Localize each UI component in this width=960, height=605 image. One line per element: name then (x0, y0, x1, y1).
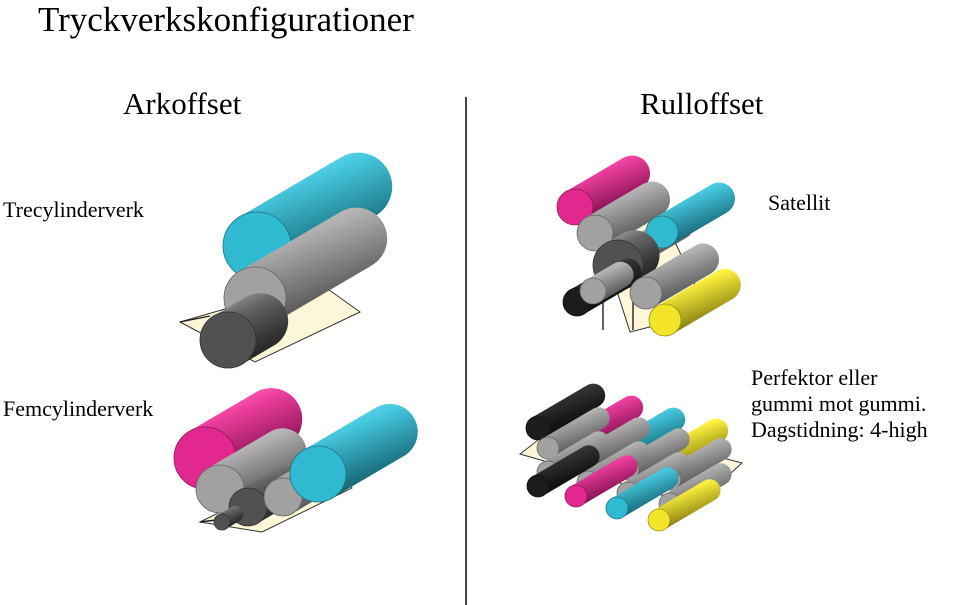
label-satellite: Satellit (768, 190, 831, 215)
label-perfector-line-2: gummi mot gummi. (751, 391, 927, 416)
yellow-cylinder-18 (648, 268, 741, 337)
impression-cylinder-3 (199, 293, 289, 369)
black-cylinder-31 (526, 445, 600, 498)
sheet-edge-three-cylinder (179, 315, 211, 323)
impression-cylinder-7 (213, 505, 244, 531)
cyan-cylinder-9 (289, 403, 418, 503)
page-title: Tryckverkskonfigurationer (38, 0, 414, 39)
label-five-cylinder: Femcylinderverk (3, 396, 154, 421)
label-perfector: Perfektor eller gummi mot gummi. Dagstid… (751, 365, 928, 443)
magenta-cylinder-10 (556, 155, 651, 226)
column-divider (465, 97, 467, 605)
black-cylinder-19 (525, 383, 606, 441)
heading-web-offset: Rulloffset (640, 86, 764, 121)
heading-sheet-offset: Arkoffset (123, 86, 242, 121)
blanket-cylinder-17 (629, 243, 720, 310)
blanket-cylinder-16 (579, 261, 634, 305)
label-perfector-line-3: Dagstidning: 4-high (751, 417, 928, 442)
cyan-cylinder-33 (605, 467, 679, 520)
blanket-cylinder-23 (536, 407, 610, 460)
yellow-cylinder-34 (647, 479, 721, 532)
label-perfector-line-1: Perfektor eller (751, 365, 878, 390)
blanket-cylinder-11 (576, 181, 671, 252)
magenta-cylinder-32 (564, 455, 638, 508)
cylinders (173, 152, 741, 532)
label-three-cylinder: Trecylinderverk (3, 197, 144, 222)
